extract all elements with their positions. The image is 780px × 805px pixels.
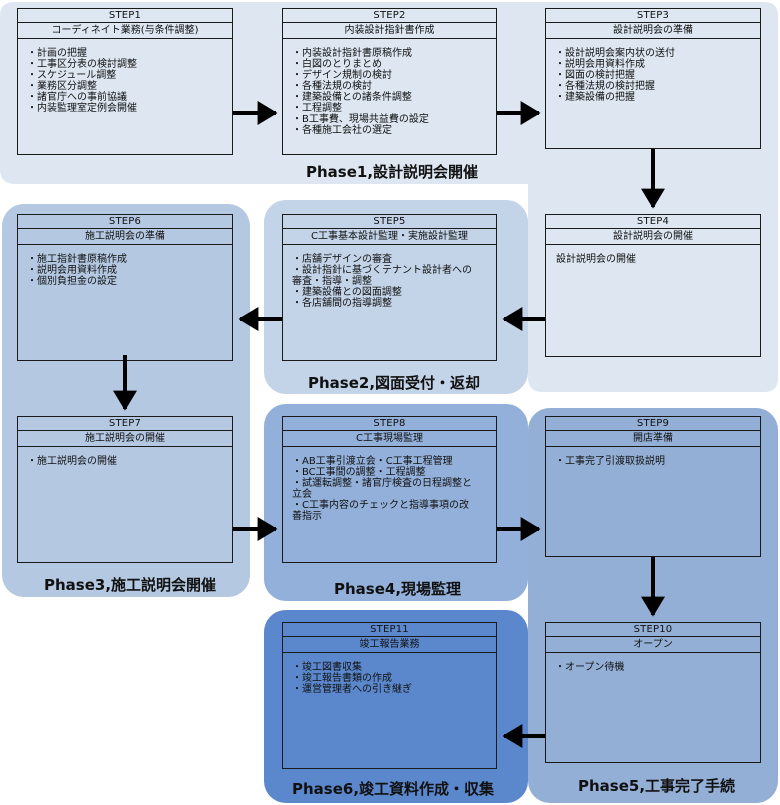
step2-list: ・内装設計指針書原稿作成 ・白図のとりまとめ ・デザイン規制の検討 ・各種法規の…: [283, 39, 496, 136]
step2-item: ・工程調整: [292, 103, 342, 114]
step9-title: 開店準備: [546, 431, 760, 447]
step3-title: 設計説明会の準備: [546, 23, 760, 39]
step3-item: ・各種法規の検討把握: [555, 81, 655, 92]
step1-box: STEP1 コーディネイト業務(与条件調整) ・計画の把握 ・工事区分表の検討調…: [17, 8, 233, 155]
step2-number: STEP2: [283, 9, 496, 23]
step3-item: ・説明会用資料作成: [555, 59, 645, 70]
step11-title: 竣工報告業務: [283, 637, 496, 653]
step3-list: ・設計説明会案内状の送付 ・説明会用資料作成 ・図面の検討把握 ・各種法規の検討…: [546, 39, 760, 103]
step10-list: ・オープン待機: [546, 653, 760, 673]
step5-title: C工事基本設計監理・実施設計監理: [283, 229, 496, 245]
step10-number: STEP10: [546, 623, 760, 637]
step8-box: STEP8 C工事現場監理 ・AB工事引渡立会・C工事工程管理 ・BC工事間の調…: [282, 416, 497, 563]
step6-list: ・施工指針書原稿作成 ・説明会用資料作成 ・個別負担金の設定: [18, 245, 232, 287]
step8-item: 善指示: [292, 511, 322, 522]
step7-list: ・施工説明会の開催: [18, 447, 232, 467]
step10-box: STEP10 オープン ・オープン待機: [545, 622, 761, 763]
step4-box: STEP4 設計説明会の開催 設計説明会の開催: [545, 214, 761, 357]
step5-number: STEP5: [283, 215, 496, 229]
phase5-label: Phase5,工事完了手続: [578, 777, 736, 795]
step3-item: ・設計説明会案内状の送付: [555, 48, 675, 59]
step2-item: ・内装設計指針書原稿作成: [292, 48, 412, 59]
step9-box: STEP9 開店準備 ・工事完了引渡取扱説明: [545, 416, 761, 557]
step5-item: ・設計指針に基づくテナント設計者への: [292, 265, 472, 276]
step1-item: ・スケジュール調整: [27, 70, 117, 81]
step8-item: 立会: [292, 489, 312, 500]
step1-item: ・工事区分表の検討調整: [27, 59, 137, 70]
step10-title: オープン: [546, 637, 760, 653]
step7-title: 施工説明会の開催: [18, 431, 232, 447]
step5-box: STEP5 C工事基本設計監理・実施設計監理 ・店舗デザインの審査 ・設計指針に…: [282, 214, 497, 361]
step5-item: 審査・指導・調整: [292, 276, 372, 287]
step2-item: ・各種法規の検討: [292, 81, 372, 92]
step7-number: STEP7: [18, 417, 232, 431]
step4-number: STEP4: [546, 215, 760, 229]
step9-number: STEP9: [546, 417, 760, 431]
step2-item: ・建築設備との諸条件調整: [292, 92, 412, 103]
step5-item: ・店舗デザインの審査: [292, 254, 392, 265]
step2-box: STEP2 内装設計指針書作成 ・内装設計指針書原稿作成 ・白図のとりまとめ ・…: [282, 8, 497, 155]
step5-list: ・店舗デザインの審査 ・設計指針に基づくテナント設計者への 審査・指導・調整 ・…: [283, 245, 496, 309]
phase1-label: Phase1,設計説明会開催: [306, 163, 479, 181]
step8-title: C工事現場監理: [283, 431, 496, 447]
step7-box: STEP7 施工説明会の開催 ・施工説明会の開催: [17, 416, 233, 563]
step6-box: STEP6 施工説明会の準備 ・施工指針書原稿作成 ・説明会用資料作成 ・個別負…: [17, 214, 233, 361]
step11-item: ・竣工報告書類の作成: [292, 673, 392, 684]
step2-item: ・各種施工会社の選定: [292, 125, 392, 136]
step10-item: ・オープン待機: [555, 662, 625, 673]
step2-item: ・デザイン規制の検討: [292, 70, 392, 81]
step2-item: ・B工事費、現場共益費の設定: [292, 114, 429, 125]
step1-list: ・計画の把握 ・工事区分表の検討調整 ・スケジュール調整 ・業務区分調整 ・諸官…: [18, 39, 232, 114]
step11-list: ・竣工図書収集 ・竣工報告書類の作成 ・運営管理者への引き継ぎ: [283, 653, 496, 695]
step3-number: STEP3: [546, 9, 760, 23]
step3-box: STEP3 設計説明会の準備 ・設計説明会案内状の送付 ・説明会用資料作成 ・図…: [545, 8, 761, 149]
step5-item: ・各店舗間の指導調整: [292, 298, 392, 309]
step4-title: 設計説明会の開催: [546, 229, 760, 245]
phase4-label: Phase4,現場監理: [334, 580, 462, 598]
step4-item: 設計説明会の開催: [556, 254, 636, 265]
phase2-label: Phase2,図面受付・返却: [308, 374, 481, 392]
step5-item: ・建築設備との図面調整: [292, 287, 402, 298]
step6-item: ・説明会用資料作成: [27, 265, 117, 276]
step11-item: ・竣工図書収集: [292, 662, 362, 673]
step1-item: ・業務区分調整: [27, 81, 97, 92]
step1-item: ・計画の把握: [27, 48, 87, 59]
step11-item: ・運営管理者への引き継ぎ: [292, 684, 412, 695]
step11-box: STEP11 竣工報告業務 ・竣工図書収集 ・竣工報告書類の作成 ・運営管理者へ…: [282, 622, 497, 769]
phase3-label: Phase3,施工説明会開催: [44, 576, 217, 594]
step1-item: ・諸官庁への事前協議: [27, 92, 127, 103]
step3-item: ・建築設備の把握: [555, 92, 635, 103]
step6-item: ・施工指針書原稿作成: [27, 254, 127, 265]
step8-item: ・AB工事引渡立会・C工事工程管理: [292, 456, 453, 467]
step8-item: ・C工事内容のチェックと指導事項の改: [292, 500, 469, 511]
phase6-label: Phase6,竣工資料作成・収集: [292, 780, 495, 798]
step7-item: ・施工説明会の開催: [27, 456, 117, 467]
step8-item: ・BC工事間の調整・工程調整: [292, 467, 426, 478]
step9-item: ・工事完了引渡取扱説明: [555, 456, 665, 467]
step8-item: ・試運転調整・諸官庁検査の日程調整と: [292, 478, 472, 489]
step1-item: ・内装監理室定例会開催: [27, 103, 137, 114]
step11-number: STEP11: [283, 623, 496, 637]
step3-item: ・図面の検討把握: [555, 70, 635, 81]
step2-item: ・白図のとりまとめ: [292, 59, 382, 70]
step8-list: ・AB工事引渡立会・C工事工程管理 ・BC工事間の調整・工程調整 ・試運転調整・…: [283, 447, 496, 522]
step6-number: STEP6: [18, 215, 232, 229]
step6-item: ・個別負担金の設定: [27, 276, 117, 287]
step8-number: STEP8: [283, 417, 496, 431]
step9-list: ・工事完了引渡取扱説明: [546, 447, 760, 467]
step1-number: STEP1: [18, 9, 232, 23]
step2-title: 内装設計指針書作成: [283, 23, 496, 39]
step1-title: コーディネイト業務(与条件調整): [18, 23, 232, 39]
step6-title: 施工説明会の準備: [18, 229, 232, 245]
step4-list: 設計説明会の開催: [546, 245, 760, 265]
